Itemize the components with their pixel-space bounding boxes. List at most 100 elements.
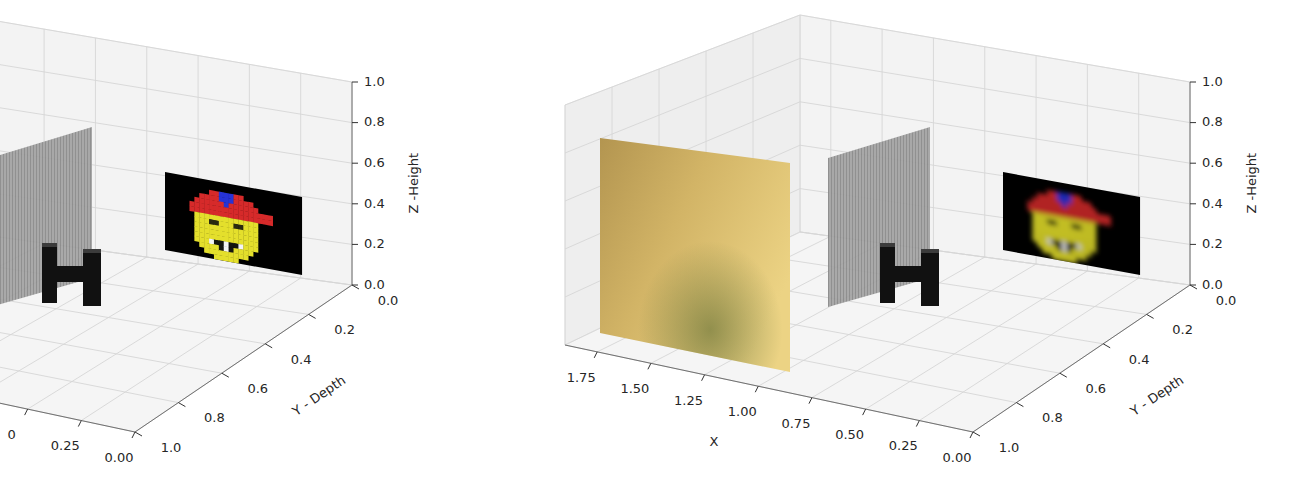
axis-line <box>135 285 352 432</box>
grid-line <box>0 345 135 432</box>
image-ground <box>165 172 302 275</box>
label-anchor: 0.25 <box>51 439 80 453</box>
gold-plane <box>600 138 790 372</box>
tick-mark <box>309 314 316 318</box>
h-block <box>55 266 85 282</box>
axis-label: Z -Height <box>407 153 421 214</box>
label-anchor: 0.8 <box>364 115 385 129</box>
label-anchor: 1.50 <box>620 382 649 396</box>
label-anchor: 0.6 <box>1085 382 1106 396</box>
pixel <box>229 257 234 263</box>
label-anchor: 0.4 <box>1202 197 1223 211</box>
pixel <box>199 242 204 248</box>
grey-plane <box>0 127 92 307</box>
tick-label: 1.25 <box>674 394 703 408</box>
tick-label: 0.50 <box>835 428 864 442</box>
tick-label: 1.0 <box>161 441 182 455</box>
pixel <box>243 255 248 261</box>
label-anchor: 0.2 <box>334 323 355 337</box>
tick-mark <box>594 352 597 358</box>
axis-line <box>352 82 353 285</box>
h-block <box>83 249 101 253</box>
tick-label: 1.0 <box>1202 75 1223 89</box>
tick-label: 0.2 <box>1172 323 1193 337</box>
pixel <box>1037 242 1042 248</box>
pixel <box>1062 256 1067 262</box>
axis-label: Z -Height <box>1245 153 1259 214</box>
pixel <box>1096 218 1101 224</box>
pixel-layer <box>1027 186 1111 270</box>
axis-label: X <box>710 435 719 449</box>
tick-label: 0.8 <box>204 411 225 425</box>
grid-line <box>565 15 800 105</box>
h-object <box>42 243 101 306</box>
tick-mark <box>352 285 359 289</box>
pixel <box>258 218 263 224</box>
tick-label: 0.2 <box>364 237 385 251</box>
image-content <box>189 186 273 270</box>
h-block <box>880 243 895 303</box>
label-anchor: 1.0 <box>161 441 182 455</box>
grid-line <box>800 58 1190 122</box>
tick-label: 0.0 <box>378 294 399 308</box>
tick-mark <box>1190 122 1196 123</box>
tick-label: 0.8 <box>1042 411 1063 425</box>
label-anchor: Z -Height <box>407 153 421 214</box>
axes-3d <box>565 15 1197 438</box>
pixel <box>1057 255 1062 261</box>
tick-mark <box>1190 244 1196 245</box>
tick-label: 0.6 <box>1085 382 1106 396</box>
tick-mark <box>352 82 358 83</box>
h-block <box>921 249 939 306</box>
grid-line <box>0 322 178 402</box>
image-ground <box>1003 172 1140 275</box>
label-anchor: 1.0 <box>999 441 1020 455</box>
pixel <box>1032 236 1037 242</box>
tick-mark <box>809 398 812 404</box>
tick-label: 0.8 <box>1202 115 1223 129</box>
pixel <box>194 236 199 242</box>
label-anchor: 0.00 <box>105 451 134 465</box>
label-anchor: 0.4 <box>364 197 385 211</box>
label-anchor: Z -Height <box>1245 153 1259 214</box>
pixel <box>1047 248 1052 254</box>
tick-label: 0.4 <box>364 197 385 211</box>
axes-3d <box>0 15 359 438</box>
tick-mark <box>132 432 135 438</box>
axis-line <box>1190 82 1191 285</box>
tick-label: 0.0 <box>364 278 385 292</box>
grid-line <box>800 15 1190 82</box>
tick-mark <box>1190 82 1196 83</box>
tick-label: 0.4 <box>1129 353 1150 367</box>
pixel <box>1067 257 1072 263</box>
pixel <box>263 219 268 225</box>
tick-mark <box>1016 403 1023 407</box>
gold-blotch <box>600 138 790 372</box>
label-anchor: X <box>710 435 719 449</box>
grey-plane <box>828 127 930 307</box>
tick-mark <box>265 344 272 348</box>
tick-mark <box>916 421 919 427</box>
label-anchor: Y - Depth <box>1128 374 1186 420</box>
grid-line <box>146 47 147 257</box>
tick-label: 0.4 <box>1202 197 1223 211</box>
pixel <box>189 206 194 212</box>
h-object <box>880 243 939 306</box>
tick-mark <box>702 375 705 381</box>
tick-mark <box>222 373 229 377</box>
label-anchor: 0.0 <box>378 294 399 308</box>
tick-mark <box>352 122 358 123</box>
pixel <box>238 254 243 260</box>
label-anchor: 0.25 <box>889 439 918 453</box>
tick-mark <box>1190 203 1196 204</box>
label-anchor: 1.25 <box>674 394 703 408</box>
label-anchor: 1.0 <box>364 75 385 89</box>
label-anchor: 0.00 <box>943 451 972 465</box>
label-anchor: 0.2 <box>1172 323 1193 337</box>
label-anchor: 0.50 <box>835 428 864 442</box>
label-anchor: 0.75 <box>781 417 810 431</box>
pixel <box>1101 219 1106 225</box>
label-anchor: 0.6 <box>364 156 385 170</box>
tick-mark <box>352 163 358 164</box>
